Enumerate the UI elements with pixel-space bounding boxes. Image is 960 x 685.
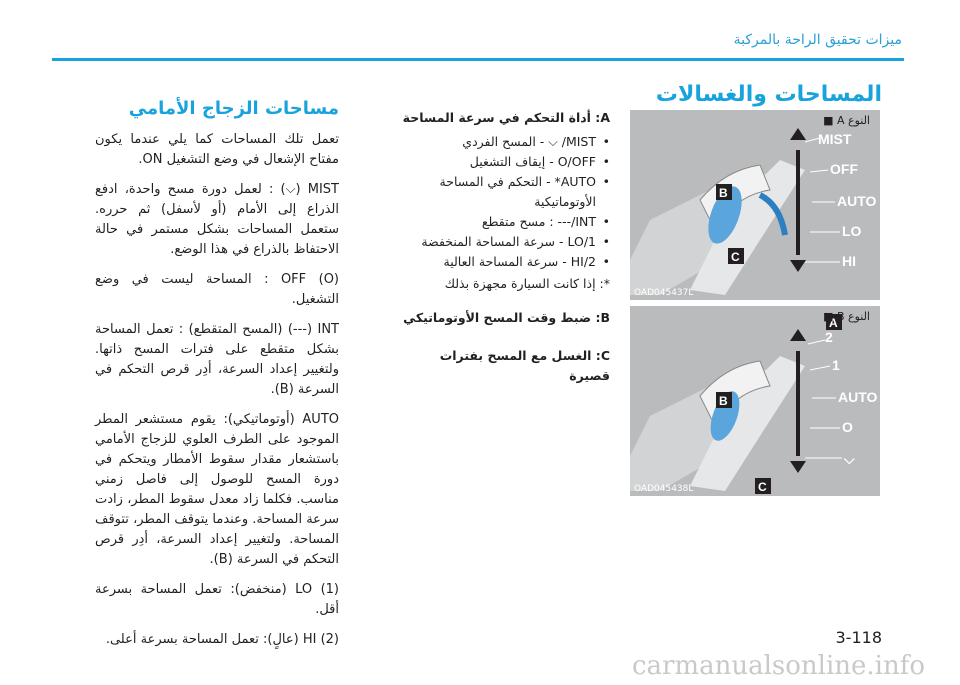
paragraph: MIST (⌵) : لعمل دورة مسح واحدة، ادفع الذ… bbox=[95, 182, 339, 257]
paragraph: LO (1) (منخفض): تعمل المساحة بسرعة أقل. bbox=[95, 582, 339, 617]
fig-b-callout-a: A bbox=[829, 316, 838, 330]
list-item: INT/--- : مسح متقطع bbox=[400, 212, 610, 232]
paragraph: AUTO (أوتوماتيكي): يقوم مستشعر المطر الم… bbox=[95, 412, 339, 567]
running-header: ميزات تحقيق الراحة بالمركبة bbox=[733, 32, 902, 48]
list-item: MIST/ ⌵ - المسح الفردي bbox=[400, 132, 610, 152]
fig-a-label-auto: AUTO bbox=[837, 193, 877, 209]
fig-a-callout-c: C bbox=[731, 250, 740, 264]
paragraph: HI (2) (عالٍ): تعمل المساحة بسرعة أعلى. bbox=[105, 632, 339, 647]
fig-b-label-2: 2 bbox=[825, 329, 833, 345]
list-item: AUTO* - التحكم في المساحة الأوتوماتيكية bbox=[400, 172, 610, 212]
fig-b-label-1: 1 bbox=[832, 357, 840, 373]
fig-b-callout-c: C bbox=[758, 480, 767, 494]
list-item: O/OFF - إيقاف التشغيل bbox=[400, 152, 610, 172]
legend-b: B: ضبط وقت المسح الأوتوماتيكي bbox=[403, 310, 610, 325]
figure-tag: النوع B ■ bbox=[823, 310, 870, 323]
fig-b-label-o: O bbox=[842, 419, 853, 435]
list-item: LO/1 - سرعة المساحة المنخفضة bbox=[400, 232, 610, 252]
fig-a-callout-b: B bbox=[719, 186, 728, 200]
front-wipers-body: تعمل تلك المساحات كما يلي عندما يكون مفت… bbox=[95, 130, 339, 660]
fig-a-label-hi: HI bbox=[842, 253, 856, 269]
front-wipers-title: مساحات الزجاج الأمامي bbox=[128, 98, 339, 119]
fig-a-label-off: OFF bbox=[830, 161, 858, 177]
figure-code: OAD045437L bbox=[634, 288, 694, 298]
controls-heading: A: أداة التحكم في سرعة المساحة bbox=[402, 110, 610, 125]
header-rule bbox=[52, 58, 904, 61]
paragraph: تعمل تلك المساحات كما يلي عندما يكون مفت… bbox=[95, 132, 339, 167]
list-item: HI/2 - سرعة المساحة العالية bbox=[400, 252, 611, 272]
wiper-stalk-illustration: MIST OFF AUTO LO HI B C bbox=[630, 128, 877, 295]
fig-a-label-lo: LO bbox=[842, 223, 862, 239]
figure-code: OAD045438L bbox=[634, 484, 694, 494]
paragraph: INT (---) (المسح المتقطع) : تعمل المساحة… bbox=[95, 322, 339, 397]
controls-legend: A: أداة التحكم في سرعة المساحة MIST/ ⌵ -… bbox=[400, 108, 610, 404]
fig-b-label-mist: ⌵ bbox=[843, 451, 855, 467]
figure-type-b: 2 1 AUTO O ⌵ A B C النوع B ■ OAD045438L bbox=[630, 306, 880, 496]
controls-list: MIST/ ⌵ - المسح الفردي O/OFF - إيقاف الت… bbox=[400, 132, 610, 272]
fig-b-callout-b: B bbox=[719, 394, 728, 408]
page-number: 3-118 bbox=[835, 628, 883, 647]
figure-type-a: MIST OFF AUTO LO HI B C النوع A ■ OAD045… bbox=[630, 110, 880, 300]
fig-b-label-auto: AUTO bbox=[838, 389, 878, 405]
fig-a-label-mist: MIST bbox=[818, 131, 852, 147]
wiper-stalk-illustration: 2 1 AUTO O ⌵ A B C bbox=[630, 314, 878, 494]
figure-tag: النوع A ■ bbox=[823, 114, 870, 127]
section-title: المساحات والغسالات bbox=[655, 82, 882, 107]
watermark: carmanualsonline.info bbox=[631, 651, 925, 681]
paragraph: OFF (O) : المساحة ليست في وضع التشغيل. bbox=[95, 272, 339, 307]
legend-c: C: الغسل مع المسح بفترات قصيرة bbox=[439, 348, 610, 383]
footnote: *: إذا كانت السيارة مجهزة بذلك bbox=[444, 276, 610, 291]
